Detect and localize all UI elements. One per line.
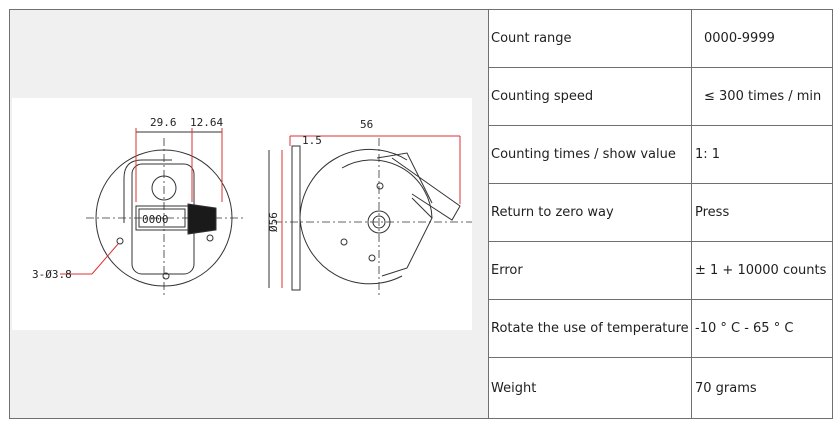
spec-row: Rotate the use of temperature -10 ° C - …	[10, 299, 833, 358]
front-screw-hole	[206, 234, 214, 242]
side-body-arc-bottom	[299, 217, 403, 285]
hole-leader-diag	[91, 243, 119, 275]
dim-label-diameter: Ø56	[267, 212, 280, 232]
side-lever	[391, 157, 461, 221]
spec-label: Weight	[488, 357, 692, 419]
spec-row: Weight 70 grams	[10, 357, 833, 419]
drawing-cell: 29.6 12.64 56 1.5 3-Ø3.8 0000 Ø56	[9, 9, 489, 419]
technical-drawing: 29.6 12.64 56 1.5 3-Ø3.8 0000 Ø56	[12, 98, 472, 330]
spec-row: Error ± 1 + 10000 counts	[10, 241, 833, 300]
side-body-arc-top	[299, 148, 408, 219]
dim-label-12-64: 12.64	[190, 116, 223, 129]
spec-row: Counting times / show value 1: 1	[10, 125, 833, 184]
spec-value: ± 1 + 10000 counts	[691, 241, 833, 300]
counter-digits-label: 0000	[142, 213, 169, 226]
side-knob-housing	[376, 152, 433, 204]
front-screw-hole	[116, 237, 124, 245]
side-plate	[291, 145, 301, 291]
dim-label-29-6: 29.6	[150, 116, 177, 129]
front-knob	[187, 203, 217, 235]
spec-value: Press	[691, 183, 833, 242]
spec-row: Counting speed ≤ 300 times / min	[10, 67, 833, 126]
spec-label: Count range	[488, 9, 692, 68]
side-screw-hole	[368, 254, 376, 262]
front-push-button	[151, 175, 177, 201]
side-screw-hole	[340, 238, 348, 246]
spec-label: Counting times / show value	[488, 125, 692, 184]
side-body-lower	[381, 197, 433, 277]
spec-value: ≤ 300 times / min	[691, 67, 833, 126]
spec-value: 0000-9999	[691, 9, 833, 68]
spec-label: Error	[488, 241, 692, 300]
counter-drawing-svg: 29.6 12.64 56 1.5 3-Ø3.8 0000 Ø56	[32, 116, 472, 298]
front-counter-digits-box	[138, 208, 186, 228]
front-handle-loop	[123, 159, 172, 223]
spec-value: 1: 1	[691, 125, 833, 184]
spec-label: Rotate the use of temperature	[488, 299, 692, 358]
spec-row: Return to zero way Press	[10, 183, 833, 242]
side-screw-hole	[376, 182, 384, 190]
spec-value: -10 ° C - 65 ° C	[691, 299, 833, 358]
spec-value: 70 grams	[691, 357, 833, 419]
spec-row: 29.6 12.64 56 1.5 3-Ø3.8 0000 Ø56 Count …	[9, 9, 833, 419]
dim-label-1-5: 1.5	[302, 134, 322, 147]
hole-callout-label: 3-Ø3.8	[32, 268, 72, 281]
spec-label: Counting speed	[488, 67, 692, 126]
front-screw-hole	[162, 272, 170, 280]
dim-label-56: 56	[360, 118, 373, 131]
spec-table: 29.6 12.64 56 1.5 3-Ø3.8 0000 Ø56 Count …	[9, 9, 833, 419]
side-inner-arc	[341, 159, 433, 219]
spec-label: Return to zero way	[488, 183, 692, 242]
